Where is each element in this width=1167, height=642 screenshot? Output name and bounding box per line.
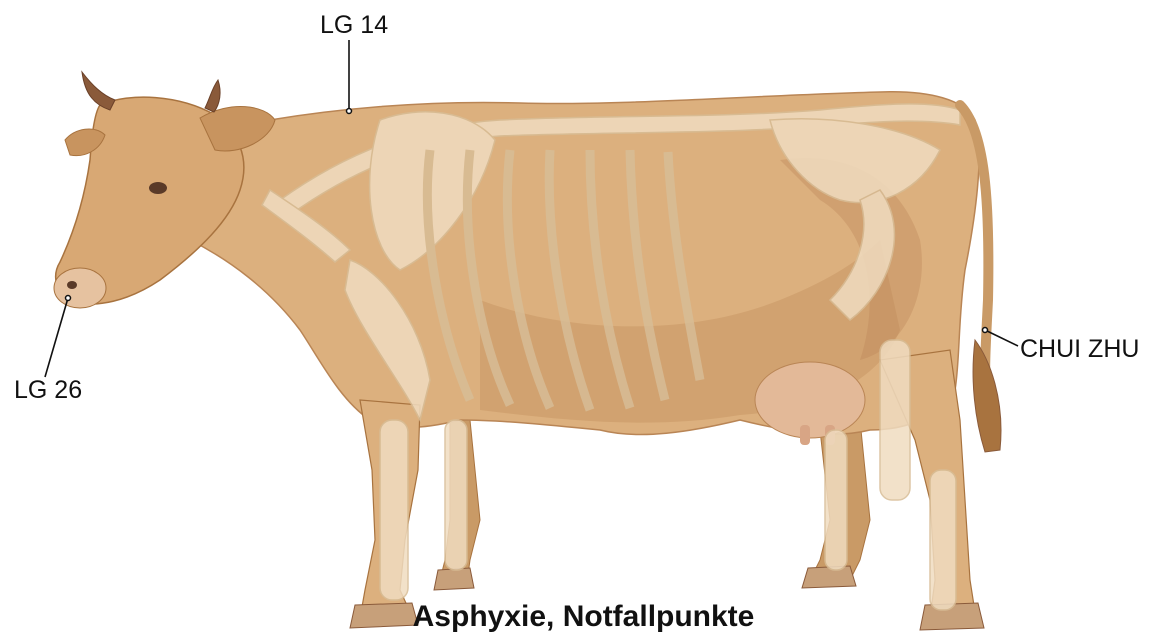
lg26-label: LG 26 <box>14 378 82 403</box>
chui-zhu-point-marker <box>983 328 988 333</box>
chui-zhu-label: CHUI ZHU <box>1020 337 1139 362</box>
lg14-label: LG 14 <box>320 13 388 38</box>
lg26-leader-line <box>45 298 68 377</box>
lg26-point-marker <box>66 296 71 301</box>
lg14-point-marker <box>347 109 352 114</box>
diagram-caption: Asphyxie, Notfallpunkte <box>0 602 1167 632</box>
